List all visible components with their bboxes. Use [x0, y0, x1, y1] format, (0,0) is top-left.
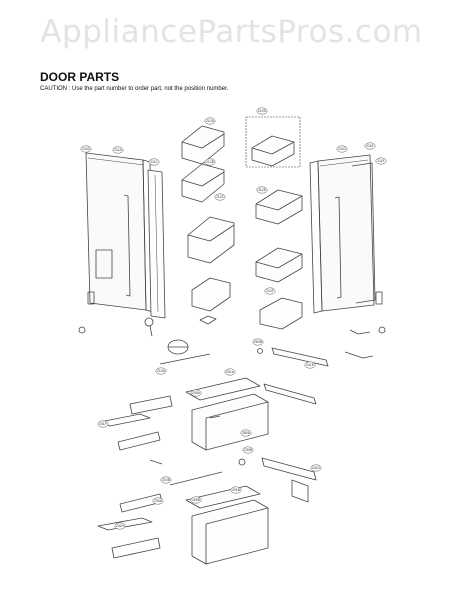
callout-bubble	[264, 287, 276, 295]
part-callout-label: 280A	[242, 431, 251, 435]
watermark: AppliancePartsPros.com	[40, 14, 423, 50]
part-callout-label: 230A	[154, 499, 163, 503]
part-callout-label: 211C	[150, 160, 158, 164]
part-callout-label: 211F	[377, 159, 384, 163]
part-callout-label: 210B	[162, 478, 171, 482]
part-callout-label: 212B	[206, 160, 215, 164]
callout-bubble	[160, 476, 172, 484]
part-callout-label: 201B	[232, 488, 241, 492]
callout-bubble	[155, 367, 167, 375]
part-callout-label: 211D	[338, 147, 346, 151]
callout-bubble	[80, 145, 92, 153]
callout-bubble	[242, 446, 254, 454]
left-door-baskets	[181, 125, 235, 325]
part-callout-label: 211B	[82, 147, 90, 151]
mid-assembly	[159, 339, 329, 367]
callout-bubble	[256, 107, 268, 115]
part-callout-label: 201A	[226, 370, 235, 374]
part-callout-label: 210A	[157, 369, 166, 373]
part-callout-label: 205B	[192, 498, 201, 502]
callout-bubble	[190, 496, 202, 504]
part-callout-label: 241F	[99, 422, 107, 426]
part-callout-label: 230B	[244, 448, 253, 452]
part-callout-label: 241E	[306, 363, 315, 367]
callout-bubble	[310, 464, 322, 472]
lower-drawer	[97, 457, 317, 565]
page-title: DOOR PARTS	[40, 70, 120, 84]
callout-bubble	[148, 158, 160, 166]
right-door	[309, 154, 386, 359]
callout-bubble	[375, 157, 387, 165]
callout-bubble	[336, 145, 348, 153]
left-door	[78, 152, 166, 337]
callout-bubble	[204, 158, 216, 166]
callout-bubble	[224, 368, 236, 376]
part-callout-label: 212A	[206, 119, 215, 123]
callout-bubble	[240, 429, 252, 437]
callout-bubble	[204, 117, 216, 125]
part-callout-label: 211A	[114, 148, 122, 152]
part-callout-label: 211E	[366, 144, 374, 148]
upper-drawer	[99, 377, 317, 465]
part-callout-label: 212E	[258, 188, 267, 192]
callout-bubble	[112, 146, 124, 154]
callout-bubble	[230, 486, 242, 494]
caution-note: CAUTION : Use the part number to order p…	[40, 86, 229, 92]
part-callout-label: 241G	[312, 466, 321, 470]
part-callout-label: 212D	[258, 109, 267, 113]
right-door-baskets	[245, 116, 303, 330]
callout-bubble	[256, 186, 268, 194]
part-callout-label: 212C	[216, 195, 225, 199]
callout-bubble	[190, 389, 202, 397]
callout-bubble	[304, 361, 316, 369]
part-callout-label: 280B	[254, 340, 263, 344]
part-callout-label: 212F	[266, 289, 274, 293]
callout-bubble	[114, 522, 126, 530]
callout-bubble	[252, 338, 264, 346]
part-callout-label: 241H	[116, 524, 125, 528]
callout-bubble	[152, 497, 164, 505]
callout-bubble	[214, 193, 226, 201]
callout-bubble	[97, 420, 109, 428]
callout-bubble	[364, 142, 376, 150]
part-callout-label: 205A	[192, 391, 201, 395]
